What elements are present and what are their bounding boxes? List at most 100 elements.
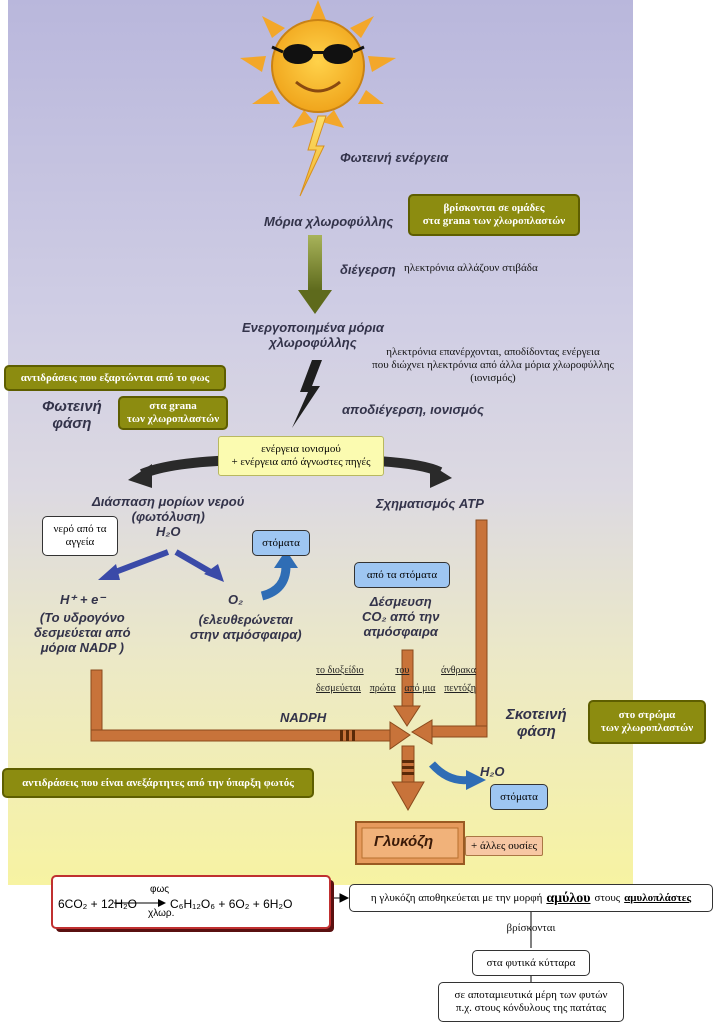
deexcitation-label: αποδιέγερση, ιονισμός <box>342 402 484 417</box>
energy-note: ενέργεια ιονισμού + ενέργεια από άγνωστε… <box>218 436 384 476</box>
stomata-h2o-note: στόματα <box>490 784 548 810</box>
lightning-bolt-icon <box>299 115 327 197</box>
co2-line3: ατμόσφαιρα <box>363 624 438 639</box>
from-stomata-note: από τα στόματα <box>354 562 450 588</box>
co2-arrow <box>393 649 421 727</box>
equation: 6CO₂ + 12H₂O φως χλωρ. C₆H₁₂O₆ + 6O₂ + 6… <box>58 882 328 926</box>
electrons-return-line1: ηλεκτρόνια επανέρχονται, αποδίδοντας ενέ… <box>386 346 600 358</box>
co2-bound-word1: το διοξείδιο <box>316 665 364 676</box>
stroma-note: στο στρώμα των χλωροπλαστών <box>588 700 706 744</box>
dark-lightning-icon <box>292 360 322 428</box>
equation-above-arrow: φως <box>150 884 170 895</box>
water-split-arrows <box>98 549 224 582</box>
excitation-arrow <box>298 235 332 314</box>
light-phase-label: Φωτεινή φάση <box>42 398 102 432</box>
grana-line2: των χλωροπλαστών <box>126 413 220 425</box>
equation-left: 6CO₂ + 12H₂O <box>58 897 138 911</box>
energy-line1: ενέργεια ιονισμού <box>261 443 341 455</box>
light-energy-label: Φωτεινή ενέργεια <box>340 150 449 165</box>
equation-below-arrow: χλωρ. <box>148 908 175 919</box>
h2o-out-label: H₂O <box>480 764 505 779</box>
storage-starch-text: αμύλου <box>546 890 591 906</box>
h-bound-line1: (Το υδρογόνο <box>39 610 125 625</box>
storage-amyloplasts-text: αμυλοπλάστες <box>624 891 692 904</box>
co2-line1: Δέσμευση <box>369 594 432 609</box>
sun-icon <box>240 0 396 128</box>
h2o-out-arrow <box>429 761 486 790</box>
connector-lines <box>334 893 532 984</box>
chlorophyll-groups-line2: στα grana των χλωροπλαστών <box>422 215 566 227</box>
storage-parts-note: σε αποταμιευτικά μέρη των φυτών π.χ. στο… <box>438 982 624 1022</box>
light-reactions-note: αντιδράσεις που εξαρτώνται από το φως <box>4 365 226 391</box>
h-bound-label: (Το υδρογόνο δεσμεύεται από μόρια NADP ) <box>34 610 131 655</box>
water-split-line2: (φωτόλυση) <box>131 509 205 524</box>
water-vessels-line2: αγγεία <box>65 536 95 548</box>
co2-bound-word4: δεσμεύεται <box>316 683 361 694</box>
dark-reactions-text: αντιδράσεις που είναι ανεξάρτητες από τη… <box>22 776 294 789</box>
h2o-label: H₂O <box>155 524 181 539</box>
h-bound-line2: δεσμεύεται από <box>34 625 131 640</box>
glucose-label: Γλυκόζη <box>374 833 434 850</box>
co2-line2: CO₂ από την <box>362 609 440 624</box>
grana-note: στα grana των χλωροπλαστών <box>118 396 228 430</box>
co2-bound-word6: από μια <box>404 683 436 694</box>
excitation-label: διέγερση <box>340 262 396 277</box>
storage-parts-line1: σε αποταμιευτικά μέρη των φυτών <box>454 989 608 1001</box>
dark-phase-label: Σκοτεινή φάση <box>506 706 567 740</box>
storage-pre-text: η γλυκόζη αποθηκεύεται με την μορφή <box>370 891 543 904</box>
glucose-arrow <box>391 745 425 812</box>
found-label: βρίσκονται <box>506 922 556 934</box>
electrons-shift-note: ηλεκτρόνια αλλάζουν στιβάδα <box>404 262 538 274</box>
co2-fixation-label: Δέσμευση CO₂ από την ατμόσφαιρα <box>362 594 439 639</box>
o2-release-line2: στην ατμόσφαιρα) <box>190 627 302 642</box>
co2-bound-word2: του <box>395 665 410 676</box>
chlorophyll-groups-note: βρίσκονται σε ομάδες στα grana των χλωρο… <box>408 194 580 236</box>
activated-line2: χλωροφύλλης <box>269 335 357 350</box>
o2-up-arrow <box>260 550 298 601</box>
co2-bound-word5: πρώτα <box>369 683 396 694</box>
h-bound-line3: μόρια NADP ) <box>40 640 124 655</box>
electrons-return-note: ηλεκτρόνια επανέρχονται, αποδίδοντας ενέ… <box>358 346 628 385</box>
stroma-line1: στο στρώμα <box>618 709 676 721</box>
equation-right: C₆H₁₂O₆ + 6O₂ + 6H₂O <box>170 897 293 911</box>
nadph-arrow <box>90 669 411 750</box>
grana-line1: στα grana <box>149 400 197 412</box>
chlorophyll-groups-line1: βρίσκονται σε ομάδες <box>443 202 545 214</box>
co2-bound-word3: άνθρακα <box>441 665 476 676</box>
water-vessels-note: νερό από τα αγγεία <box>42 516 118 556</box>
chlorophyll-label: Μόρια χλωροφύλλης <box>264 214 394 229</box>
stomata-o2-note: στόματα <box>252 530 310 556</box>
dark-phase-line1: Σκοτεινή <box>506 706 567 723</box>
storage-note: η γλυκόζη αποθηκεύεται με την μορφή αμύλ… <box>349 884 713 912</box>
dark-reactions-note: αντιδράσεις που είναι ανεξάρτητες από τη… <box>2 768 314 798</box>
stroma-line2: των χλωροπλαστών <box>600 722 694 734</box>
activated-line1: Ενεργοποιημένα μόρια <box>242 320 384 335</box>
electrons-return-line3: (ιονισμός) <box>470 372 516 384</box>
water-vessels-line1: νερό από τα <box>53 523 107 535</box>
light-phase-line1: Φωτεινή <box>42 398 102 415</box>
atp-arrow <box>411 519 488 745</box>
light-phase-line2: φάση <box>52 415 92 432</box>
h-e-label: H⁺ + e⁻ <box>60 592 106 607</box>
o2-label: O₂ <box>228 592 244 607</box>
o2-release-line1: (ελευθερώνεται <box>198 612 293 627</box>
glucose-box <box>355 821 465 865</box>
co2-bound-note: το διοξείδιο του άνθρακα δεσμεύεται πρώτ… <box>316 665 476 695</box>
dark-phase-line2: φάση <box>516 723 556 740</box>
water-split-line1: Διάσπαση μορίων νερού <box>92 494 245 509</box>
equation-frame <box>51 875 334 932</box>
nadph-label: NADPH <box>280 710 327 725</box>
o2-release-label: (ελευθερώνεται στην ατμόσφαιρα) <box>190 612 302 642</box>
co2-bound-word7: πεντόζη <box>444 683 476 694</box>
water-split-label: Διάσπαση μορίων νερού (φωτόλυση) H₂O <box>92 494 244 539</box>
plant-cells-note: στα φυτικά κύτταρα <box>472 950 590 976</box>
storage-parts-line2: π.χ. στους κόνδυλους της πατάτας <box>455 1002 607 1014</box>
other-substances-note: + άλλες ουσίες <box>465 836 543 856</box>
activated-chlorophyll-label: Ενεργοποιημένα μόρια χλωροφύλλης <box>242 320 384 350</box>
atp-label: Σχηματισμός ATP <box>376 496 484 511</box>
electrons-return-line2: που διώχνει ηλεκτρόνια από άλλα μόρια χλ… <box>372 359 614 371</box>
storage-mid-text: στους <box>594 891 621 904</box>
energy-line2: + ενέργεια από άγνωστες πηγές <box>231 456 371 468</box>
light-reactions-text: αντιδράσεις που εξαρτώνται από το φως <box>20 371 210 384</box>
